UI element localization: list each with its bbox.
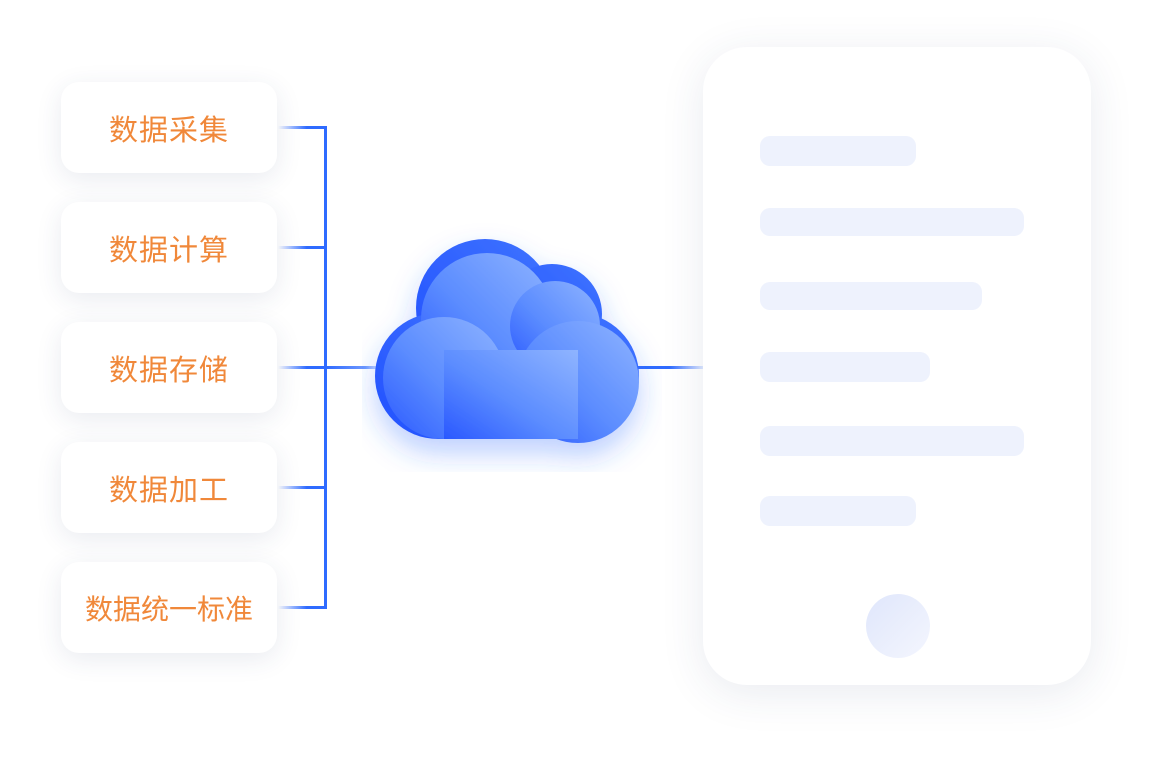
item-label: 数据计算 [108, 232, 229, 267]
connector-branch-2 [278, 246, 326, 249]
item-card-data-collection[interactable]: 数据采集 [61, 82, 277, 173]
phone-icon [703, 47, 1091, 685]
connector-branch-1 [278, 126, 326, 129]
connector-branch-3 [278, 366, 326, 369]
item-label: 数据采集 [108, 112, 229, 147]
item-label: 数据统一标准 [84, 592, 253, 626]
connector-branch-4 [278, 486, 326, 489]
placeholder-line [760, 426, 1024, 456]
cloud-icon[interactable] [362, 222, 662, 472]
connector-trunk [324, 126, 327, 609]
item-card-data-computing[interactable]: 数据计算 [61, 202, 277, 293]
placeholder-line [760, 136, 916, 166]
item-card-data-standards[interactable]: 数据统一标准 [61, 562, 277, 653]
connector-branch-5 [278, 606, 326, 609]
placeholder-line [760, 496, 916, 526]
connector-to-cloud [326, 366, 382, 369]
placeholder-line [760, 282, 982, 310]
placeholder-line [760, 208, 1024, 236]
item-label: 数据存储 [108, 352, 229, 387]
item-card-data-storage[interactable]: 数据存储 [61, 322, 277, 413]
item-label: 数据加工 [108, 472, 229, 507]
home-button[interactable] [866, 594, 930, 658]
connector-to-device [636, 366, 703, 369]
item-card-data-processing[interactable]: 数据加工 [61, 442, 277, 533]
placeholder-line [760, 352, 930, 382]
